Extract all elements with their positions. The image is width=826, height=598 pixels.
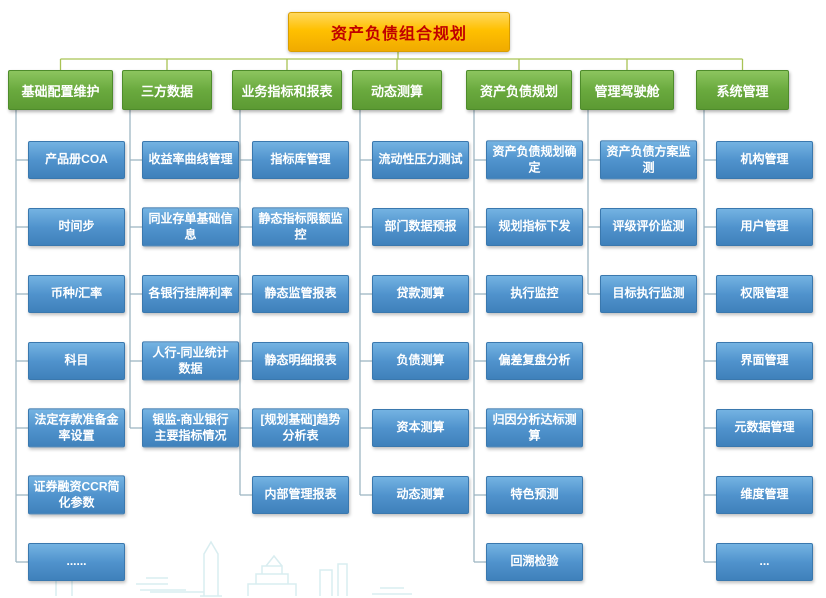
- item-node: 各银行挂牌利率: [142, 275, 239, 313]
- item-node: 元数据管理: [716, 409, 813, 447]
- item-node: 维度管理: [716, 476, 813, 514]
- item-node: 静态监管报表: [252, 275, 349, 313]
- item-node: 特色预测: [486, 476, 583, 514]
- item-node: 流动性压力测试: [372, 141, 469, 179]
- item-node: 用户管理: [716, 208, 813, 246]
- item-node: 目标执行监测: [600, 275, 697, 313]
- item-node: 时间步: [28, 208, 125, 246]
- item-node: 权限管理: [716, 275, 813, 313]
- item-node: 贷款测算: [372, 275, 469, 313]
- category-node: 业务指标和报表: [232, 70, 342, 110]
- item-node: 静态指标限额监控: [252, 207, 349, 247]
- root-node: 资产负债组合规划: [288, 12, 510, 52]
- item-node: 界面管理: [716, 342, 813, 380]
- item-node: 回溯检验: [486, 543, 583, 581]
- category-node: 资产负债规划: [466, 70, 572, 110]
- category-node: 系统管理: [696, 70, 789, 110]
- item-node: 静态明细报表: [252, 342, 349, 380]
- item-node: 内部管理报表: [252, 476, 349, 514]
- item-node: 法定存款准备金率设置: [28, 408, 125, 448]
- item-node: 规划指标下发: [486, 208, 583, 246]
- item-node: 部门数据预报: [372, 208, 469, 246]
- item-node: 产品册COA: [28, 141, 125, 179]
- item-node: 机构管理: [716, 141, 813, 179]
- item-node: 资产负债规划确定: [486, 140, 583, 180]
- item-node: 证券融资CCR简化参数: [28, 475, 125, 515]
- item-node: 动态测算: [372, 476, 469, 514]
- item-node: 指标库管理: [252, 141, 349, 179]
- item-node: 银监-商业银行主要指标情况: [142, 408, 239, 448]
- item-node: 科目: [28, 342, 125, 380]
- item-node: 同业存单基础信息: [142, 207, 239, 247]
- item-node: 评级评价监测: [600, 208, 697, 246]
- item-node: [规划基础]趋势分析表: [252, 408, 349, 448]
- category-node: 动态测算: [352, 70, 442, 110]
- item-node: 负债测算: [372, 342, 469, 380]
- category-node: 管理驾驶舱: [580, 70, 674, 110]
- item-node: 偏差复盘分析: [486, 342, 583, 380]
- item-node: 人行-同业统计数据: [142, 341, 239, 381]
- category-node: 基础配置维护: [8, 70, 113, 110]
- item-node: 币种/汇率: [28, 275, 125, 313]
- item-node: ...: [716, 543, 813, 581]
- item-node: 资产负债方案监测: [600, 140, 697, 180]
- item-node: 收益率曲线管理: [142, 141, 239, 179]
- root-title: 资产负债组合规划: [330, 26, 467, 43]
- category-node: 三方数据: [122, 70, 212, 110]
- item-node: 归因分析达标测算: [486, 408, 583, 448]
- item-node: 资本测算: [372, 409, 469, 447]
- item-node: 执行监控: [486, 275, 583, 313]
- item-node: ......: [28, 543, 125, 581]
